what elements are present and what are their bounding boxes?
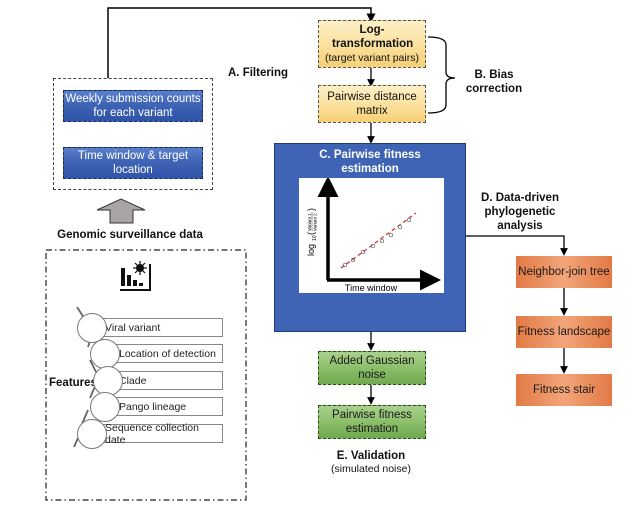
bias-bracket bbox=[427, 36, 456, 114]
feature-item-pango: Pango lineage bbox=[112, 397, 223, 416]
log-transform-box[interactable]: Log-transformation (target variant pairs… bbox=[318, 20, 426, 68]
weekly-counts-box[interactable]: Weekly submission counts for each varian… bbox=[63, 90, 203, 122]
phylogenetic-label: D. Data-driven phylogenetic analysis bbox=[481, 192, 559, 232]
fitness-plot-svg: Time window log 10 ( Variant 1 Variant 2… bbox=[306, 176, 441, 293]
features-icon bbox=[117, 258, 157, 294]
validation-estimation-box[interactable]: Pairwise fitness estimation bbox=[318, 405, 426, 439]
fitness-estimation-label: C. Pairwise fitness estimation bbox=[319, 149, 421, 175]
feature-item-collection-date: Sequence collection date bbox=[98, 422, 223, 446]
plot-point bbox=[379, 238, 385, 244]
genomic-data-label: Genomic surveillance data bbox=[57, 229, 203, 241]
plot-x-label: Time window bbox=[345, 283, 398, 293]
plot-y-label: log 10 ( Variant 1 Variant 2 ) bbox=[306, 208, 318, 256]
svg-text:(: ( bbox=[306, 232, 316, 235]
filtering-section-label: A. Filtering bbox=[228, 67, 289, 79]
feature-item-clade: Clade bbox=[112, 371, 223, 390]
plot-trend-line bbox=[340, 212, 417, 269]
feature-circle bbox=[77, 313, 107, 343]
distance-matrix-box[interactable]: Pairwise distance matrix bbox=[318, 85, 426, 123]
feature-circle bbox=[90, 339, 120, 369]
feature-circle bbox=[77, 419, 107, 449]
plot-point bbox=[360, 249, 366, 255]
plot-points bbox=[342, 217, 412, 268]
feature-circle bbox=[90, 392, 120, 422]
svg-text:Variant 1: Variant 1 bbox=[307, 213, 312, 231]
feature-item-viral-variant: Viral variant bbox=[98, 318, 223, 337]
feature-item-location: Location of detection bbox=[112, 344, 223, 363]
validation-label: E. Validation bbox=[336, 450, 406, 462]
svg-text:Variant 2: Variant 2 bbox=[313, 213, 318, 231]
validation-sublabel: (simulated noise) bbox=[331, 463, 411, 475]
genomic-data-arrow bbox=[96, 198, 146, 224]
plot-point bbox=[406, 217, 412, 223]
fitness-landscape-box[interactable]: Fitness landscape bbox=[516, 316, 612, 348]
plot-point bbox=[397, 224, 403, 230]
plot-point bbox=[342, 262, 348, 268]
bias-correction-label: B. Bias correction bbox=[465, 69, 523, 95]
fitness-plot: Time window log 10 ( Variant 1 Variant 2… bbox=[299, 176, 444, 293]
plot-point bbox=[350, 257, 356, 263]
plot-point bbox=[388, 232, 394, 238]
neighbor-join-box[interactable]: Neighbor-join tree bbox=[516, 256, 612, 288]
connector-c-to-d bbox=[466, 235, 568, 256]
svg-text:10: 10 bbox=[312, 235, 318, 241]
time-window-box[interactable]: Time window & target location bbox=[63, 147, 203, 179]
log-transform-title: Log-transformation bbox=[332, 24, 414, 50]
features-label: Features bbox=[49, 377, 97, 389]
fitness-stair-box[interactable]: Fitness stair bbox=[516, 374, 612, 406]
svg-text:): ) bbox=[306, 208, 316, 211]
plot-point bbox=[370, 243, 376, 249]
connector-filter-to-log bbox=[107, 7, 376, 78]
features-panel-border bbox=[45, 249, 247, 501]
gaussian-noise-box[interactable]: Added Gaussian noise bbox=[318, 351, 426, 385]
svg-text:log: log bbox=[306, 244, 316, 256]
log-transform-subtitle: (target variant pairs) bbox=[325, 52, 419, 64]
